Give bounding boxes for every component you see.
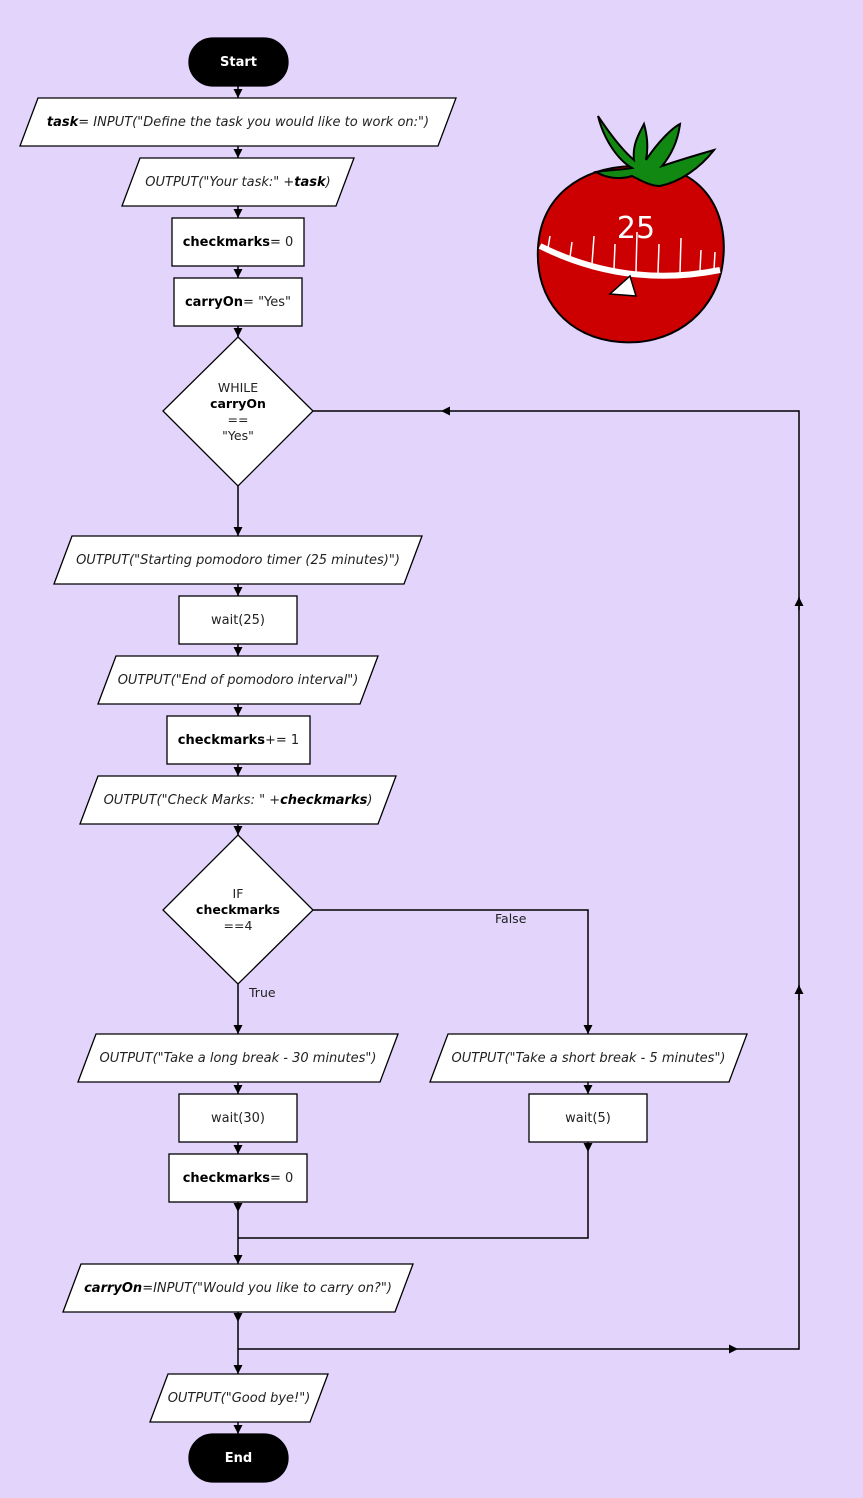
shapes bbox=[19, 37, 748, 1483]
timer-ticks bbox=[547, 231, 716, 274]
end-terminal-shape bbox=[188, 1433, 289, 1483]
edge-loop-up-1 bbox=[738, 990, 800, 1350]
start-terminal-shape bbox=[188, 37, 289, 87]
edge-if-false bbox=[313, 909, 593, 1034]
wait30-shape bbox=[178, 1093, 298, 1143]
false-edge-label: False bbox=[495, 911, 527, 926]
output-end-interval-shape bbox=[97, 655, 379, 705]
edge-loop-top bbox=[441, 406, 800, 600]
task-input-shape bbox=[19, 97, 457, 147]
carryon-init-shape bbox=[173, 277, 303, 327]
timer-dial-band bbox=[538, 243, 721, 279]
checkmarks-inc-shape bbox=[166, 715, 311, 765]
edge-wait5-merge bbox=[238, 1152, 589, 1239]
tomato-body bbox=[536, 164, 725, 344]
connectors bbox=[233, 86, 804, 1434]
tomato-timer-icon: 25 bbox=[536, 115, 725, 344]
true-edge-label: True bbox=[249, 985, 276, 1000]
output-checkmarks-shape bbox=[79, 775, 397, 825]
output-task-shape bbox=[121, 157, 355, 207]
output-starting-shape bbox=[53, 535, 423, 585]
tomato-leaves bbox=[593, 115, 717, 188]
checkmarks-reset-shape bbox=[168, 1153, 308, 1203]
wait25-shape bbox=[178, 595, 298, 645]
while-decision-shape bbox=[162, 336, 314, 487]
output-short-shape bbox=[429, 1033, 748, 1083]
timer-pointer bbox=[608, 274, 638, 297]
carryon-input-shape bbox=[62, 1263, 414, 1313]
checkmarks-init-shape bbox=[171, 217, 305, 267]
if-decision-shape bbox=[162, 834, 314, 985]
output-bye-shape bbox=[149, 1373, 329, 1423]
output-long-shape bbox=[77, 1033, 399, 1083]
timer-minutes: 25 bbox=[617, 211, 655, 246]
wait5-shape bbox=[528, 1093, 648, 1143]
